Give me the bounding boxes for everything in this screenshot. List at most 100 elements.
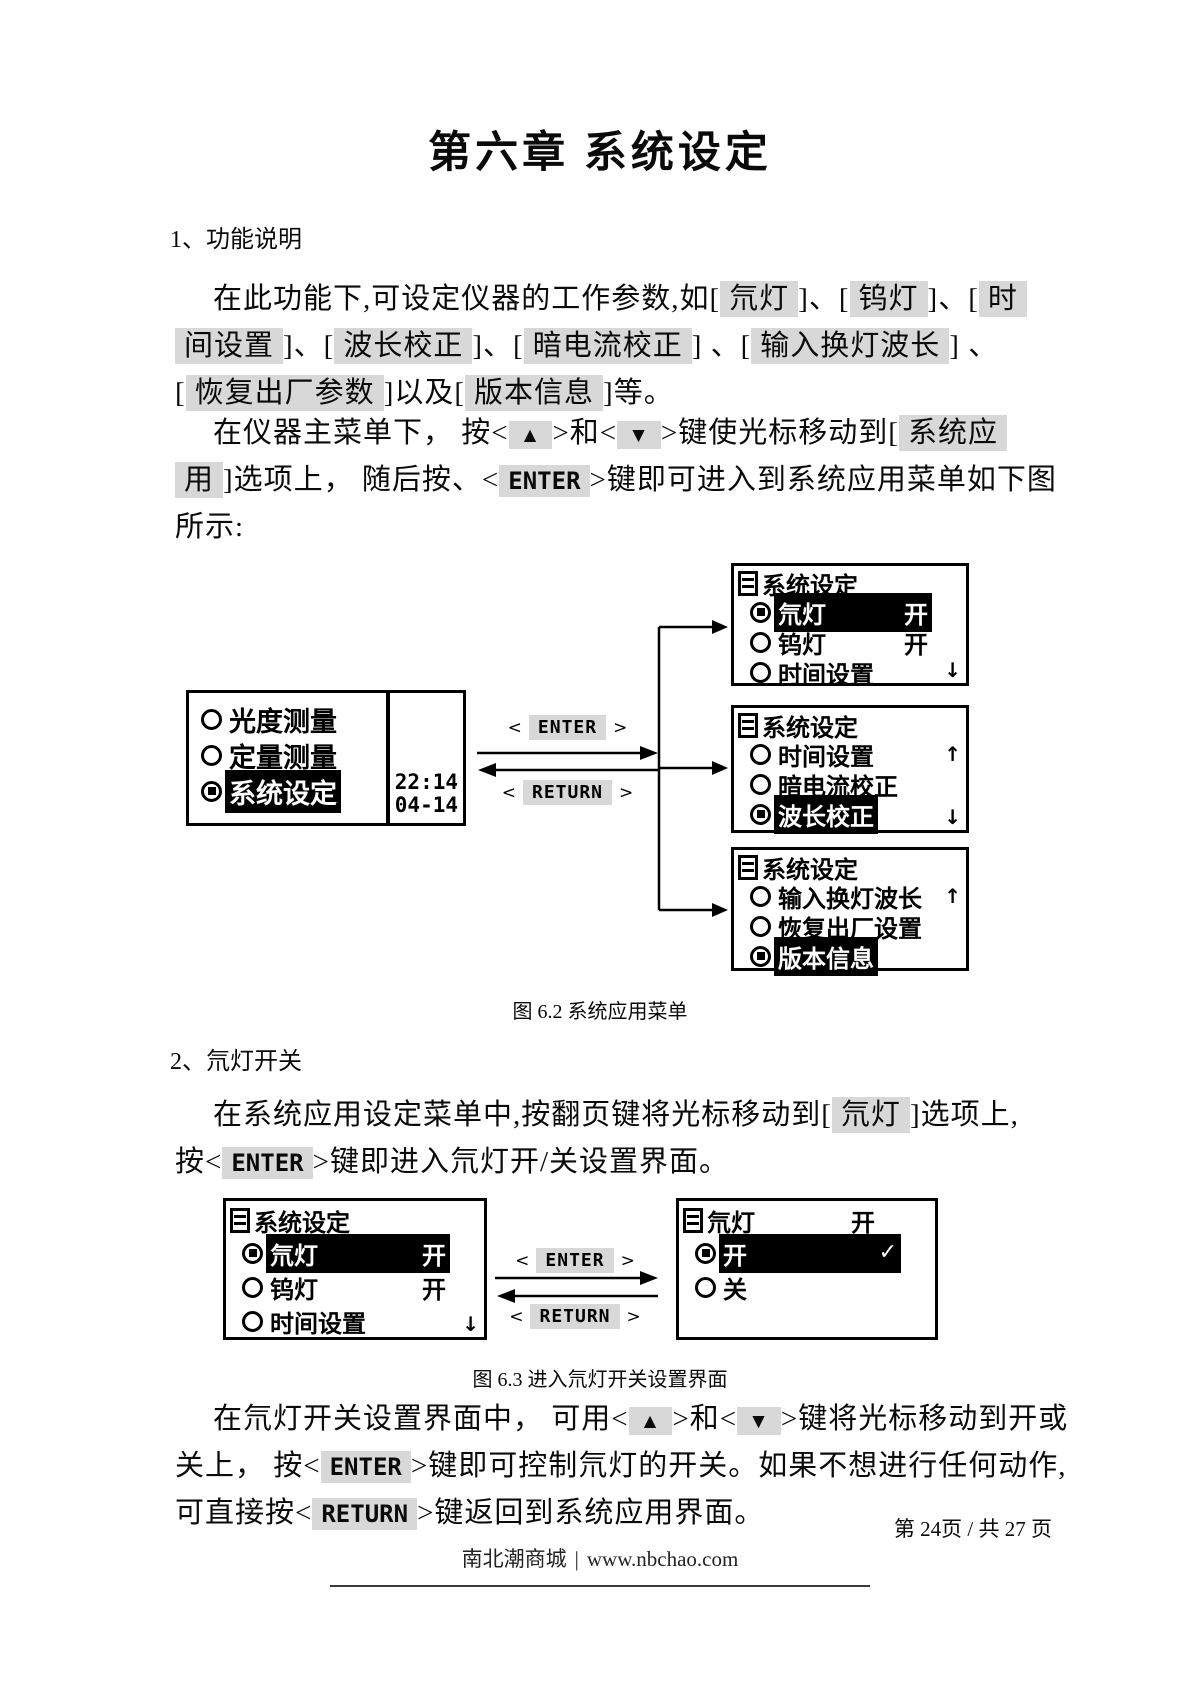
highlighted-term: 波长校正 [334,328,473,364]
text-run: [ [175,377,186,409]
lcd-row-bar: 光度测量 [225,698,341,741]
footer-rule [330,1585,870,1587]
text-line: 间设置]、[波长校正]、[暗电流校正] 、[输入换灯波长] 、 [175,323,1055,370]
text-run: >键即进入氘灯开/关设置界面。 [312,1146,730,1178]
lcd-menu-row: 波长校正 [734,794,966,834]
text-run: 关上， 按< [175,1450,321,1482]
lcd-menu-row: 关 [679,1270,935,1304]
highlighted-term: 暗电流校正 [523,328,692,364]
enter-key-cap: ENTER [536,1248,614,1273]
flow-arrows [495,1271,658,1303]
text-run: ]、[ [472,330,524,362]
lcd-row-label: 时间设置 [778,660,874,689]
return-key-cap: RETURN [522,780,613,805]
lcd-row-value: 开 [422,1275,446,1304]
lcd-row-value: 开 [422,1241,446,1270]
highlighted-term: 用 [175,462,224,498]
key-cap: ENTER [499,465,590,497]
paragraph-4: 在氘灯开关设置界面中， 可用<▲>和<▼>键将光标移动到开或关上， 按<ENTE… [175,1396,1067,1537]
lcd-system-screen-1: 系统设定氘灯开钨灯开时间设置↓ [731,563,969,689]
radio-icon [201,708,222,730]
check-icon: ✓ [878,1240,897,1265]
lcd-menu-row: 系统设定 [189,769,386,813]
lcd-system-screen: 系统设定氘灯开钨灯开时间设置↓ [223,1198,487,1340]
highlighted-term: 恢复出厂参数 [185,375,384,411]
lcd-menu-row: 输入换灯波长 [734,881,966,913]
radio-selected-icon [201,780,222,802]
text-run: ]、[ [798,283,850,315]
arrow-key-icon: ▼ [617,421,661,449]
lcd-title-row: 系统设定 [734,850,966,884]
lcd-row-bar: 时间设置 [774,653,878,692]
branch-arrow-3 [712,903,728,917]
radio-icon [242,1276,263,1298]
lcd-title-row: 系统设定 [734,708,966,742]
highlighted-term: 间设置 [175,328,284,364]
lcd-menu-pane: 光度测量定量测量系统设定 [189,693,390,823]
angle-close: > [613,717,628,738]
radio-icon [242,1310,263,1332]
lcd-row-label: 时间设置 [270,1309,366,1338]
lcd-menu-row: 钨灯开 [734,627,966,659]
lcd-title-row: 氘灯开 [679,1201,935,1237]
text-run: >和< [552,417,618,449]
lcd-title: 系统设定 [762,713,858,742]
text-run: ]以及[ [383,377,466,409]
text-line: 在氘灯开关设置界面中， 可用<▲>和<▼>键将光标移动到开或 [175,1396,1067,1443]
text-run: 在仪器主菜单下， 按< [213,417,509,449]
menu-list-icon [738,570,758,596]
paragraph-2: 在仪器主菜单下， 按<▲>和<▼>键使光标移动到[系统应用]选项上， 随后按、<… [175,410,1056,551]
radio-selected-icon [750,601,771,623]
lcd-title: 氘灯 [707,1208,755,1237]
page-number: 第 24页 / 共 27 页 [893,1517,1052,1541]
text-run: 所示: [175,511,245,543]
menu-list-icon [738,854,758,880]
lcd-menu-row: 钨灯开 [226,1270,484,1304]
text-run: ] 、[ [691,330,752,362]
text-run: ]等。 [603,377,674,409]
lcd-menu-row: 定量测量 [189,737,386,774]
lcd-row-value: 开 [904,600,928,629]
site-footer: 南北潮商城|www.nbchao.com [0,1543,1200,1573]
branch-arrow-1 [712,620,728,634]
lcd-row-label: 开 [723,1241,747,1270]
highlighted-term: 氘灯 [831,1097,910,1133]
figure-6-3: <ENTER> <RETURN> 系统设定氘灯开钨灯开时间设置↓ 氘灯开开✓关 [170,1190,1030,1365]
lcd-row-bar: 时间设置 [774,735,878,774]
enter-arrow-head [640,746,658,760]
figure-6-3-caption: 图 6.3 进入氘灯开关设置界面 [472,1369,728,1391]
lcd-menu-row: 时间设置 [734,657,966,689]
angle-open: < [515,1250,530,1271]
text-run: ]选项上, [909,1099,1019,1131]
radio-selected-icon [695,1242,716,1264]
clock-time: 22:14 [394,770,458,794]
lcd-title: 系统设定 [762,855,858,884]
lcd-row-bar: 时间设置 [266,1302,370,1341]
text-run: 可直接按< [175,1497,313,1529]
footer-url: www.nbchao.com [586,1547,739,1571]
return-arrow-head [478,763,496,777]
paragraph-1: 在此功能下,可设定仪器的工作参数,如[氘灯]、[钨灯]、[时间设置]、[波长校正… [175,276,1055,417]
radio-icon [750,773,771,795]
return-key-label: <RETURN> [490,1304,660,1329]
enter-arrow-head [640,1271,658,1285]
lcd-row-bar: 定量测量 [225,734,341,777]
radio-selected-icon [242,1242,263,1264]
enter-key-label: <ENTER> [477,715,658,740]
footer-separator: | [574,1547,579,1571]
lcd-row-label: 波长校正 [778,802,874,831]
lcd-menu-row: 氘灯 开 [734,592,966,632]
arrow-key-icon: ▼ [737,1407,781,1435]
lcd-row-label: 钨灯 [778,630,826,659]
lcd-row-label: 氘灯 [778,600,826,629]
lcd-row-bar: 波长校正 [774,794,878,834]
scroll-down-icon: ↓ [944,805,961,829]
text-run: >键将光标移动到开或 [780,1403,1069,1435]
scroll-up-icon: ↑ [944,742,961,766]
text-line: 用]选项上， 随后按、<ENTER>键即可进入到系统应用菜单如下图 [175,457,1056,504]
text-line: 在系统应用设定菜单中,按翻页键将光标移动到[氘灯]选项上, [175,1092,1055,1139]
arrow-key-icon: ▲ [508,421,553,449]
